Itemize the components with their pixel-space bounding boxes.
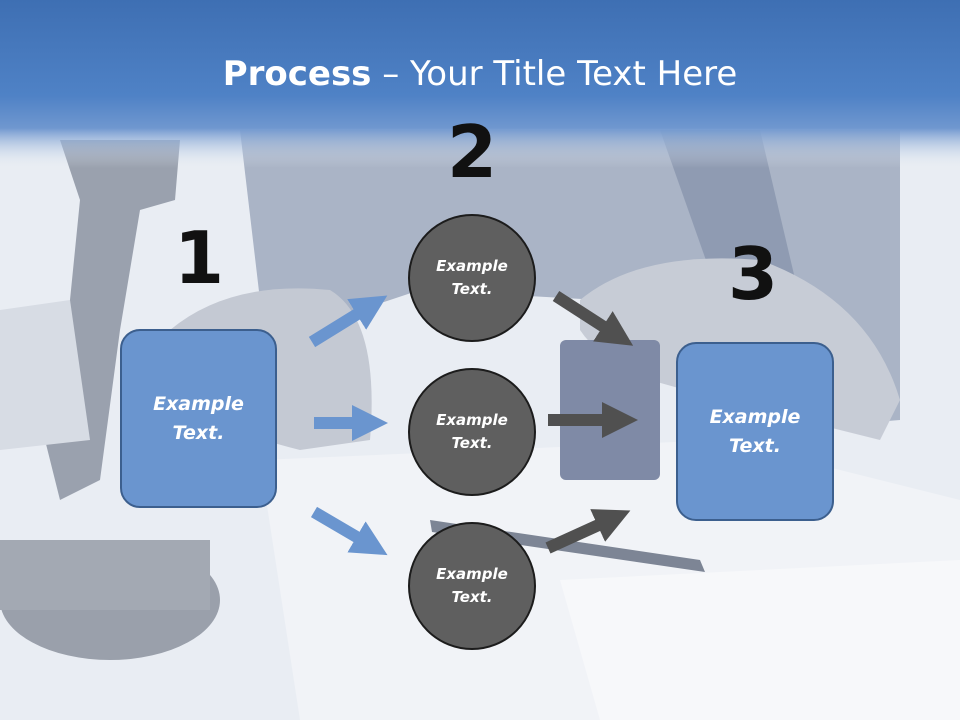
arrow-gray-up — [545, 509, 631, 554]
title-bold: Process — [222, 54, 372, 94]
step-number-1: 1 — [173, 216, 225, 300]
step-2-circle-middle[interactable]: Example Text. — [408, 368, 536, 496]
step-2-circle-top[interactable]: Example Text. — [408, 214, 536, 342]
step-3-box[interactable]: Example Text. — [676, 342, 834, 521]
slide-title: Process – Your Title Text Here — [0, 52, 960, 96]
step-2-circle-bottom[interactable]: Example Text. — [408, 522, 536, 650]
arrow-blue-down-line — [310, 506, 388, 556]
circle-top-text: Example Text. — [436, 257, 508, 298]
step-1-text: Example Text. — [153, 392, 244, 444]
step-number-2: 2 — [446, 110, 498, 194]
arrow-gray-down — [552, 290, 634, 346]
circle-middle-text: Example Text. — [436, 411, 508, 452]
step-1-box[interactable]: Example Text. — [120, 329, 277, 508]
step-number-3: 3 — [727, 232, 779, 316]
circle-bottom-text: Example Text. — [436, 565, 508, 606]
step-3-text: Example Text. — [709, 405, 801, 457]
title-rest: – Your Title Text Here — [371, 54, 738, 94]
arrow-blue-up — [308, 295, 388, 348]
